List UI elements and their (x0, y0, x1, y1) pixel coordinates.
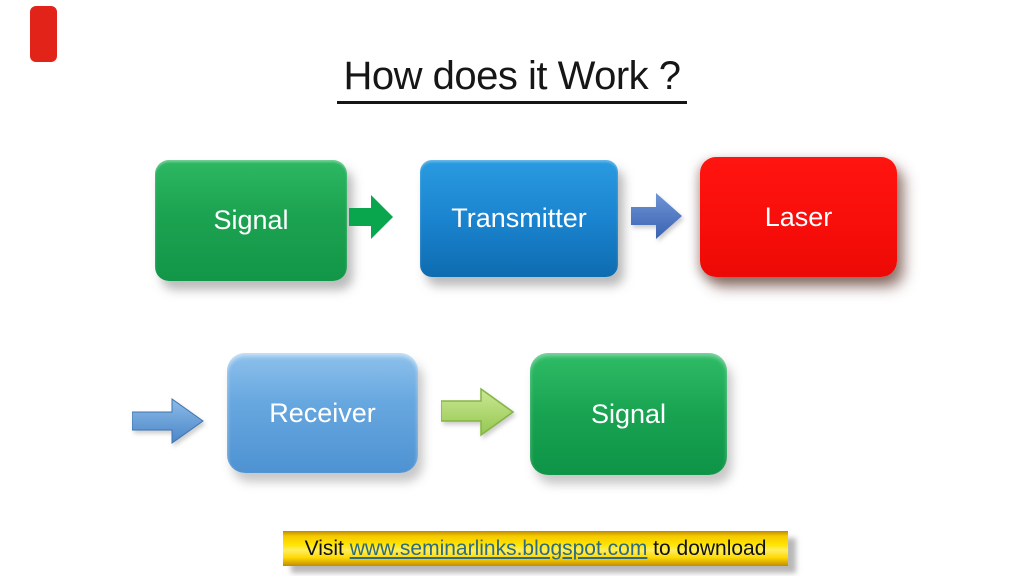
flow-box-transmitter: Transmitter (420, 160, 618, 277)
flow-box-receiver: Receiver (227, 353, 418, 473)
flow-box-label: Signal (590, 398, 667, 429)
flow-box-label: Receiver (269, 397, 376, 428)
right-arrow-icon (349, 195, 393, 239)
right-arrow-icon (132, 398, 204, 444)
red-accent-bar (30, 6, 57, 62)
flow-box-laser: Laser (700, 157, 897, 277)
banner-prefix-text: Visit (304, 536, 350, 560)
flow-box-label: Laser (764, 201, 833, 232)
flow-box-signal-bottom: Signal (530, 353, 727, 475)
banner-link[interactable]: www.seminarlinks.blogspot.com (349, 536, 648, 560)
banner-suffix-text: to download (647, 536, 767, 560)
flow-box-label: Transmitter (451, 203, 587, 233)
flow-box-label: Signal (213, 205, 289, 235)
right-arrow-icon (441, 387, 514, 437)
download-banner: Visit www.seminarlinks.blogspot.com to d… (283, 531, 788, 566)
right-arrow-icon (631, 193, 682, 239)
flow-box-signal-top: Signal (155, 160, 347, 281)
slide-title-container: How does it Work ? (0, 54, 1024, 104)
page-title: How does it Work ? (337, 54, 687, 104)
